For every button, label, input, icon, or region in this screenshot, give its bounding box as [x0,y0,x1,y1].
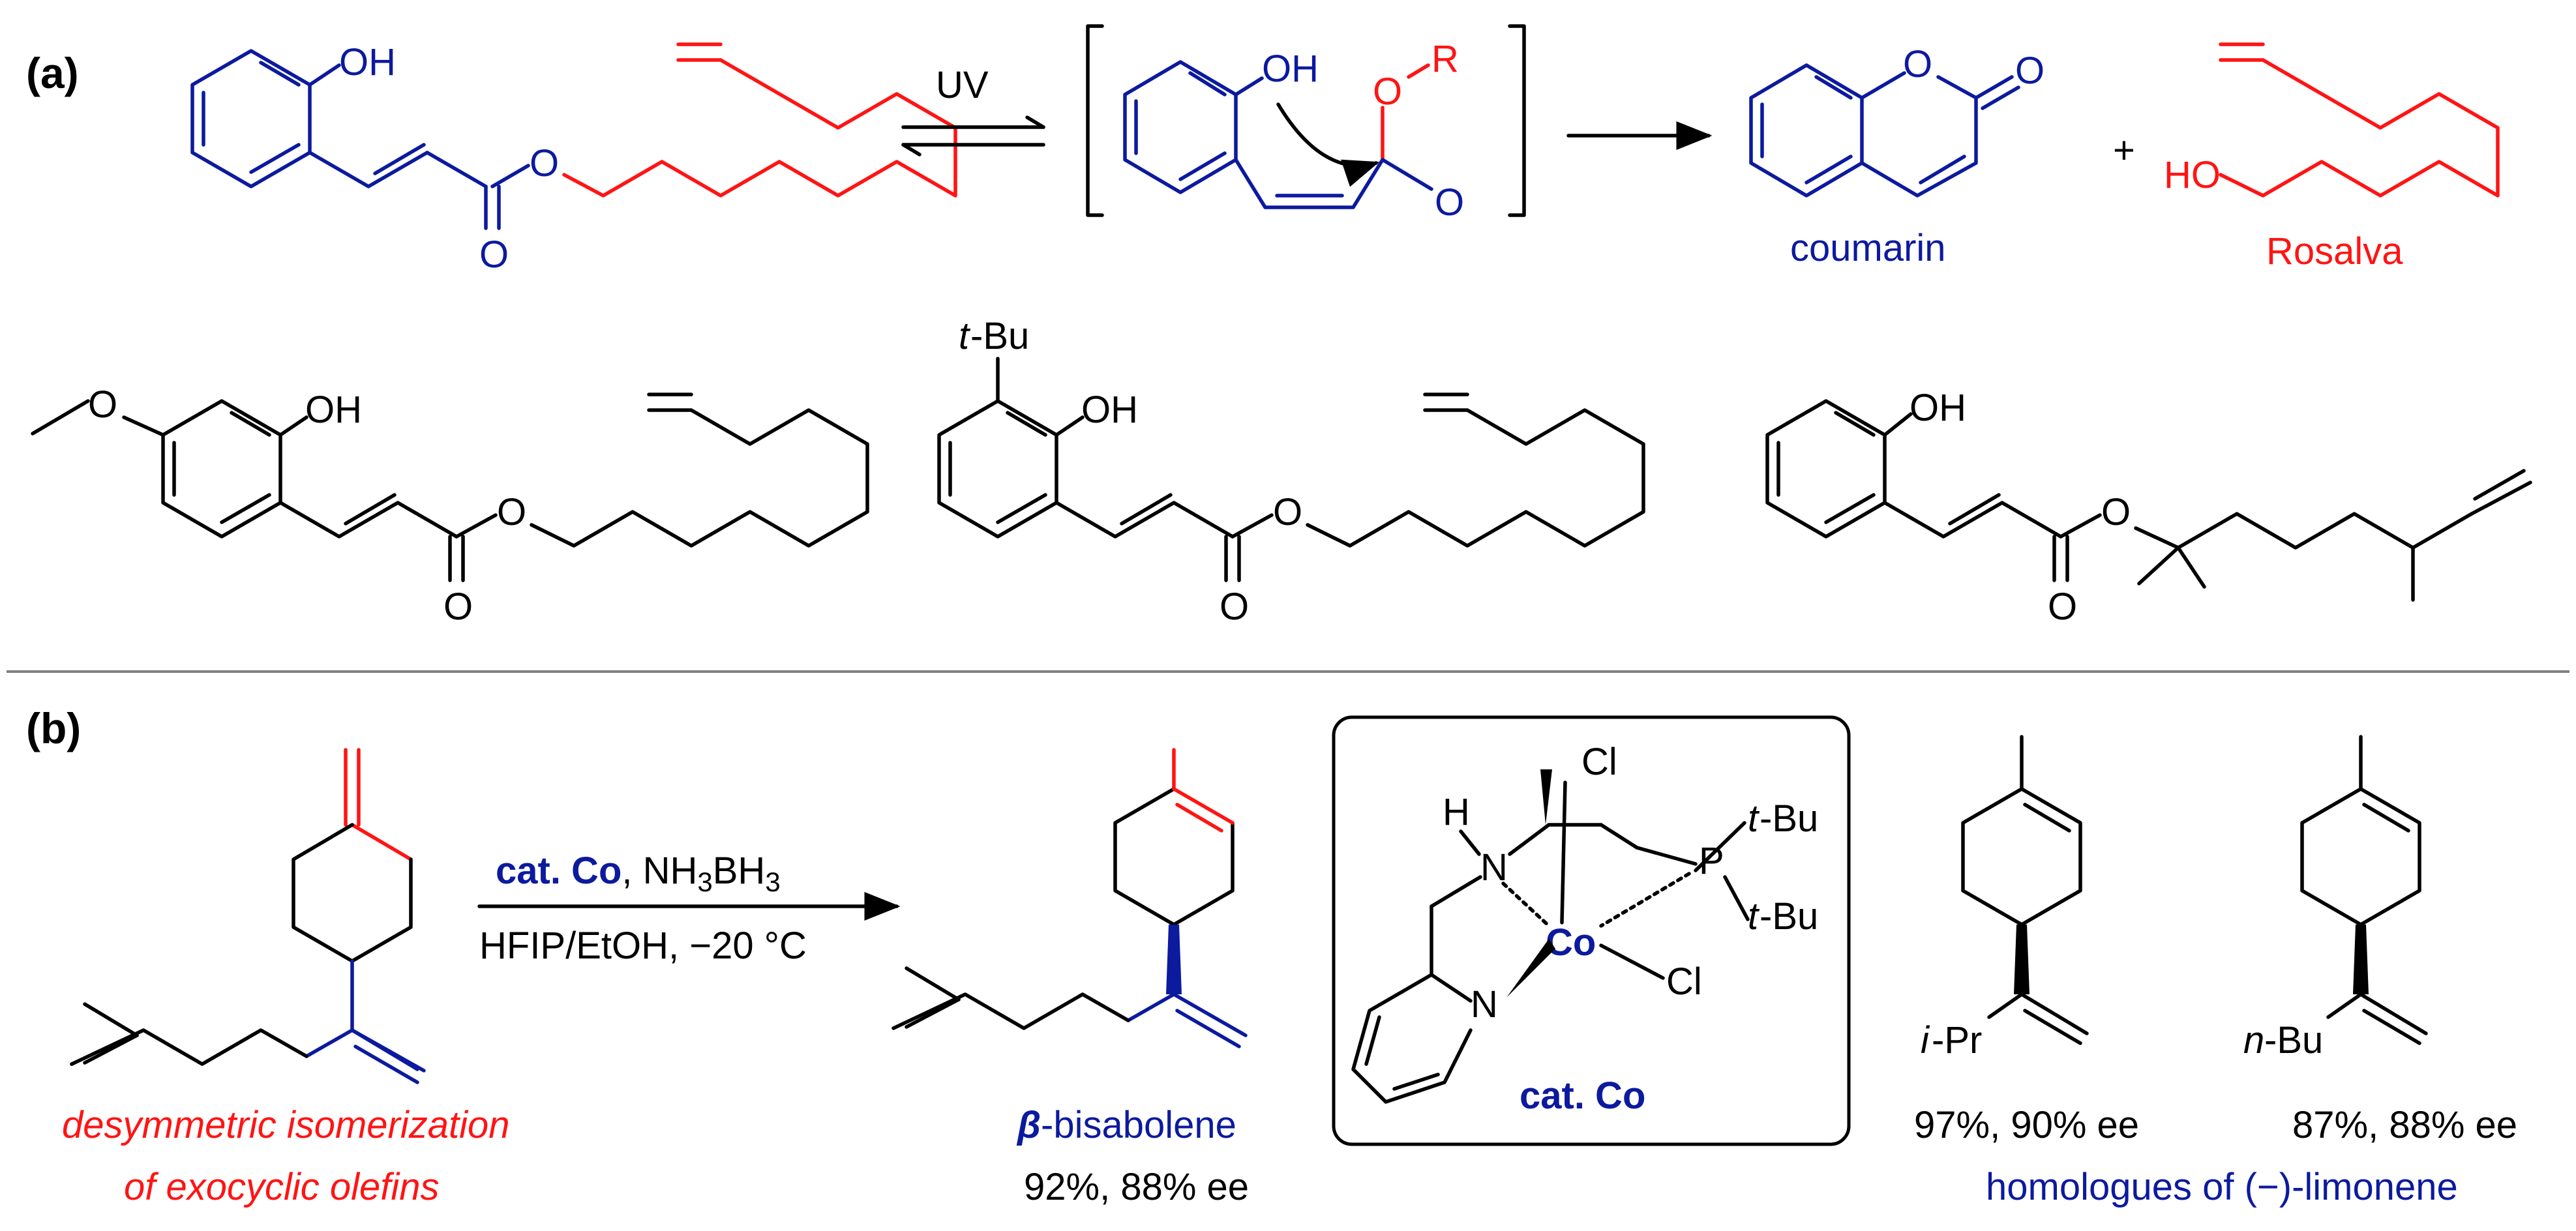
catalyst-cl-top-label: Cl [1581,741,1617,783]
coumaric-ester-substrate: OH O O [190,41,957,276]
cis-intermediate: OH O R O [1086,24,1526,224]
nbu-n-label: n [2243,1019,2264,1061]
catalyst-cl-bottom-label: Cl [1666,960,1702,1003]
homologues-label: homologues of (−)-limonene [1986,1166,2458,1208]
tbu-analogue: t -Bu OH O O [937,315,1645,628]
coumarin-label: coumarin [1790,227,1946,269]
oh-label: OH [339,41,396,83]
bisabolene-yield: 92%, 88% ee [1024,1166,1249,1208]
catalyst-tbu2-rest: -Bu [1760,895,1818,938]
r-group-label: R [1431,38,1459,80]
tbu-t-label: t [959,315,971,357]
tertiary-carbonyl-o-label: O [2048,586,2077,628]
beta-bisabolene-structure: β-bisabolene 92%, 88% ee [891,748,1249,1208]
tbu-rest-label: -Bu [970,315,1029,357]
methoxy-oh-label: OH [305,389,362,431]
isomerization-arrow: cat. Co, NH3BH3 HFIP/EtOH, −20 °C [477,850,901,967]
reagent-line: cat. Co, NH3BH3 [496,850,781,897]
catalyst-pyridine-n-label: N [1471,983,1498,1026]
panel-label-a: (a) [26,49,79,97]
plus-sign: + [2113,129,2135,171]
catalyst-name-label: cat. Co [1520,1075,1645,1117]
coumarin-carbonyl-o-label: O [2015,50,2044,92]
ipr-rest-label: -Pr [1932,1019,1982,1061]
methoxy-o-label: O [88,383,117,426]
uv-label: UV [936,64,989,106]
panel-label-b: (b) [26,704,81,752]
tertiary-ester-analogue: OH O O [1765,387,2532,628]
bisabolene-label: β-bisabolene [1016,1104,1236,1146]
tbu-oh-label: OH [1081,389,1138,431]
coumarin-ring-o-label: O [1903,43,1932,85]
ipr-yield: 97%, 90% ee [1914,1104,2139,1146]
catalyst-tbu1-t: t [1748,797,1760,840]
reagent-cat-co: cat. Co [496,850,622,892]
ipr-i-label: i [1921,1019,1930,1061]
catalyst-h-label: H [1443,791,1470,833]
rosalva-structure: HO Rosalva [2164,42,2500,273]
nbu-limonene-homologue: n -Bu 87%, 88% ee [2243,735,2517,1146]
rosalva-label: Rosalva [2266,230,2403,273]
tbu-carbonyl-o-label: O [1220,586,1249,628]
catalyst-tbu1-rest: -Bu [1760,797,1818,840]
intermediate-ester-o-label: O [1373,70,1402,113]
diene-substrate: desymmetric isomerization of exocyclic o… [62,748,510,1208]
catalyst-tbu2-t: t [1748,895,1760,938]
methoxy-analogue: O OH O O [31,383,869,628]
intermediate-oh-label: OH [1262,48,1319,90]
carbonyl-o-label: O [479,233,509,276]
methoxy-carbonyl-o-label: O [443,586,473,628]
methoxy-ester-o-label: O [497,491,526,533]
nbu-yield: 87%, 88% ee [2292,1104,2517,1146]
uv-equilibrium-arrows: UV [901,64,1045,156]
catalyst-n-label: N [1480,846,1508,889]
conditions-label: HFIP/EtOH, −20 °C [479,925,807,967]
ester-o-label: O [530,142,559,185]
coumarin-structure: O O coumarin [1749,43,2044,269]
rosalva-ho-label: HO [2164,154,2221,196]
ipr-limonene-homologue: i -Pr 97%, 90% ee [1914,735,2139,1146]
tertiary-ester-o-label: O [2101,491,2131,533]
tertiary-oh-label: OH [1910,387,1966,429]
tbu-ester-o-label: O [1273,491,1302,533]
cobalt-catalyst-box: H N Cl Co P t -Bu t -Bu Cl N cat. Co [1332,715,1851,1146]
catalyst-co-label: Co [1546,921,1596,964]
intermediate-carbonyl-o-label: O [1435,181,1464,224]
desymmetric-line1: desymmetric isomerization [62,1104,510,1146]
desymmetric-line2: of exocyclic olefins [124,1166,440,1208]
nbu-rest-label: -Bu [2264,1019,2323,1061]
